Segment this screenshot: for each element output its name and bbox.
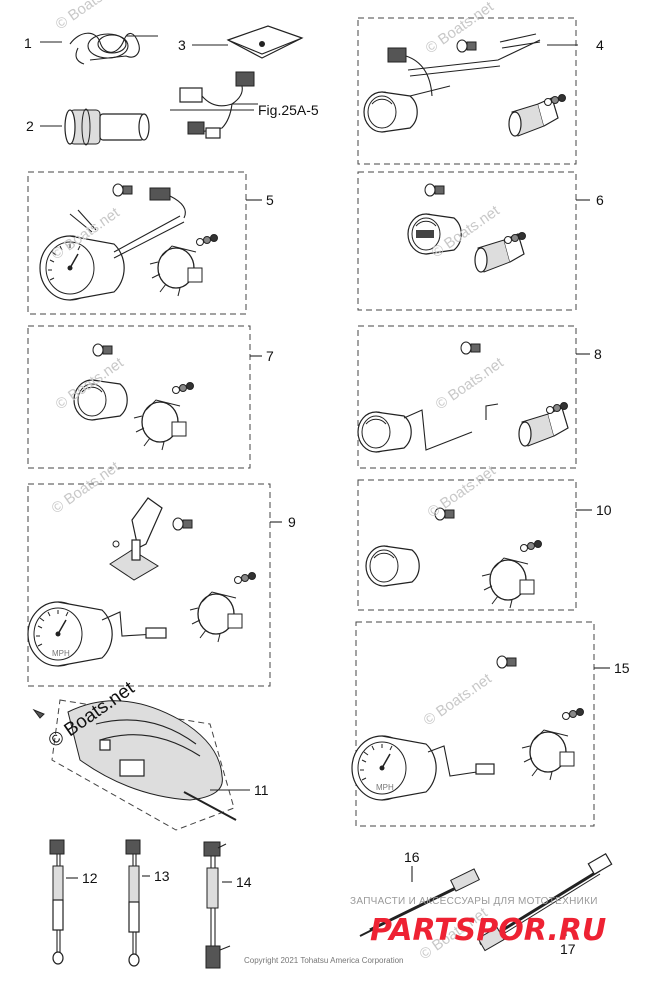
callout-5: 5 xyxy=(266,192,274,208)
callout-17: 17 xyxy=(560,941,576,957)
callout-15: 15 xyxy=(614,660,630,676)
callout-1: 1 xyxy=(24,35,32,51)
watermark: © Boats.net xyxy=(49,458,124,517)
assembly-11 xyxy=(32,699,250,831)
callout-7: 7 xyxy=(266,348,274,364)
ru-watermark: ЗАПЧАСТИ И АКСЕССУАРЫ ДЛЯ МОТОТЕХНИКИ PA… xyxy=(350,896,606,948)
watermark: © Boats.net xyxy=(421,670,496,729)
fig-reference: Fig.25A-5 xyxy=(258,102,319,118)
assembly-10 xyxy=(365,507,542,609)
gauge-unit-label: MPH xyxy=(52,649,70,658)
part-16-cable xyxy=(359,866,480,937)
callout-11: 11 xyxy=(254,782,269,798)
box-7 xyxy=(27,325,251,469)
assembly-4 xyxy=(363,33,566,137)
callout-14: 14 xyxy=(236,874,252,890)
part-14-harness xyxy=(203,841,232,969)
callout-10: 10 xyxy=(596,502,612,518)
assembly-7 xyxy=(73,343,194,451)
part-3-pouch xyxy=(192,25,304,59)
assembly-9: MPH xyxy=(27,497,256,667)
watermark: © Boats.net xyxy=(425,462,500,521)
part-1-spring xyxy=(40,32,158,65)
assembly-8 xyxy=(357,341,569,453)
copyright: Copyright 2021 Tohatsu America Corporati… xyxy=(244,956,404,965)
ru-subtitle: ЗАПЧАСТИ И АКСЕССУАРЫ ДЛЯ МОТОТЕХНИКИ xyxy=(350,896,598,907)
callout-6: 6 xyxy=(596,192,604,208)
part-13-harness xyxy=(125,839,150,967)
ru-logo: PARTSPOR.RU xyxy=(370,913,606,948)
box-10 xyxy=(357,479,577,611)
gauge-unit-label-15: MPH xyxy=(376,783,394,792)
watermark: © Boats.net xyxy=(53,0,128,33)
assembly-15: MPH xyxy=(351,655,584,801)
callout-9: 9 xyxy=(288,514,296,530)
callout-3: 3 xyxy=(178,37,186,53)
callout-13: 13 xyxy=(154,868,170,884)
callout-4: 4 xyxy=(596,37,604,53)
box-15 xyxy=(355,621,595,827)
leader-lines xyxy=(170,44,610,669)
assembly-6 xyxy=(407,183,526,273)
box-9 xyxy=(27,483,271,687)
part-12-harness xyxy=(49,839,78,965)
callout-12: 12 xyxy=(82,870,98,886)
callout-8: 8 xyxy=(594,346,602,362)
part-2-hose-fitting xyxy=(40,108,150,146)
assembly-5 xyxy=(39,183,218,301)
callout-16: 16 xyxy=(404,849,420,865)
part-17-cable xyxy=(477,852,613,952)
fig-ref-harness xyxy=(179,71,258,139)
box-6 xyxy=(357,171,577,311)
watermarks: © Boats.net © Boats.net © Boats.net © Bo… xyxy=(45,0,508,963)
callout-2: 2 xyxy=(26,118,34,134)
box-4 xyxy=(357,17,577,165)
